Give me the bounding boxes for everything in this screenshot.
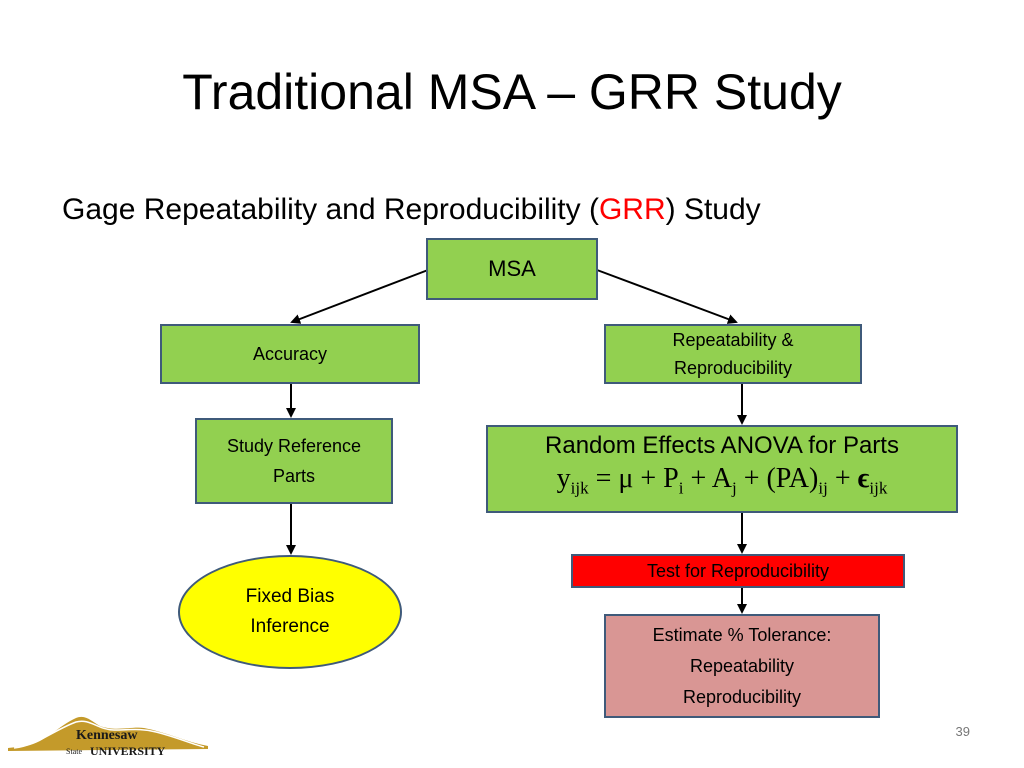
eq-plus-pa: + (PA) bbox=[736, 463, 819, 494]
subtitle-grr-highlight: GRR bbox=[598, 193, 666, 226]
anova-title: Random Effects ANOVA for Parts bbox=[545, 432, 899, 459]
node-estimate-line2: Repeatability bbox=[689, 655, 795, 676]
node-msa: MSA bbox=[426, 238, 598, 300]
arrow-msa-to-accuracy bbox=[290, 269, 429, 324]
node-study-reference-parts: Study Reference Parts bbox=[195, 418, 393, 504]
logo-text-university: UNIVERSITY bbox=[90, 744, 166, 758]
eq-y-sub: ijk bbox=[570, 478, 589, 498]
node-accuracy: Accuracy bbox=[160, 324, 420, 384]
logo-mountain-highlight bbox=[13, 720, 205, 749]
node-repeatability-line2: Reproducibility bbox=[673, 358, 793, 378]
eq-y: y bbox=[556, 463, 571, 494]
kennesaw-state-university-logo: Kennesaw State UNIVERSITY bbox=[8, 716, 208, 758]
node-anova: Random Effects ANOVA for Parts yijk = μ … bbox=[486, 425, 958, 513]
node-repeatability-reproducibility: Repeatability & Reproducibility bbox=[604, 324, 862, 384]
eq-eps-sub: ijk bbox=[869, 478, 888, 498]
eq-pa-sub: ij bbox=[818, 478, 828, 498]
node-estimate-line1: Estimate % Tolerance: bbox=[652, 624, 832, 645]
logo-mountain-shape bbox=[8, 716, 208, 751]
subtitle-text-after: ) Study bbox=[665, 193, 761, 226]
node-msa-label: MSA bbox=[488, 256, 536, 281]
logo-text-kennesaw: Kennesaw bbox=[76, 728, 138, 743]
node-repeatability-line1: Repeatability & bbox=[672, 330, 794, 350]
node-study-ref-line1: Study Reference bbox=[226, 436, 362, 456]
eq-plus-eps: + bbox=[827, 463, 858, 494]
eq-mu-p: = μ + P bbox=[588, 463, 679, 494]
slide-page-number: 39 bbox=[955, 724, 970, 739]
eq-epsilon: ϵ bbox=[857, 463, 870, 494]
subtitle-text-before: Gage Repeatability and Reproducibility ( bbox=[62, 193, 599, 226]
node-test-label: Test for Reproducibility bbox=[646, 561, 830, 581]
eq-a-sub: j bbox=[731, 478, 737, 498]
arrow-msa-to-repeatability bbox=[596, 269, 738, 324]
eq-p-sub: i bbox=[678, 478, 684, 498]
slide-title: Traditional MSA – GRR Study bbox=[182, 64, 842, 120]
anova-equation: yijk = μ + Pi + Aj + (PA)ij + ϵijk bbox=[557, 461, 888, 507]
node-test-reproducibility: Test for Reproducibility bbox=[571, 554, 905, 588]
logo-text-state: State bbox=[66, 747, 82, 756]
node-fixed-bias-inference: Fixed Bias Inference bbox=[178, 555, 402, 669]
node-accuracy-label: Accuracy bbox=[252, 344, 328, 364]
slide-subtitle: Gage Repeatability and Reproducibility (… bbox=[62, 190, 761, 230]
node-study-ref-line2: Parts bbox=[272, 466, 315, 486]
node-fixed-bias-line2: Inference bbox=[250, 616, 330, 637]
node-estimate-line3: Reproducibility bbox=[682, 686, 802, 707]
node-fixed-bias-line1: Fixed Bias bbox=[245, 586, 335, 607]
eq-plus-a: + A bbox=[683, 463, 732, 494]
node-estimate-tolerance: Estimate % Tolerance: Repeatability Repr… bbox=[604, 614, 880, 718]
